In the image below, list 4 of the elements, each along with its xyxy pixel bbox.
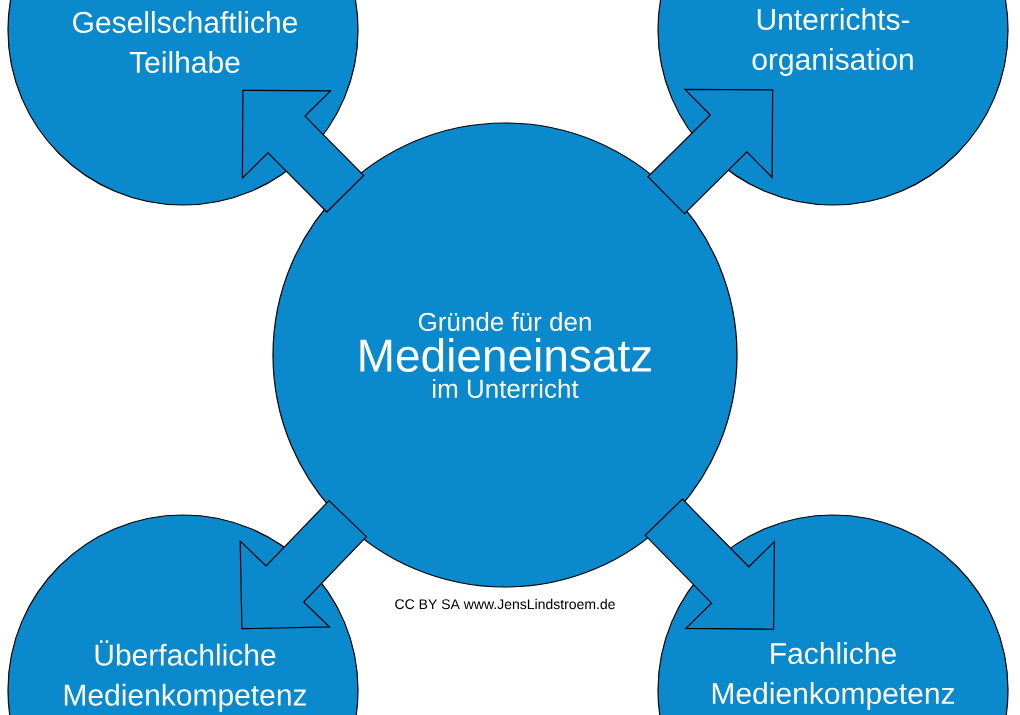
block-arrow — [644, 498, 776, 630]
block-arrow — [647, 88, 774, 215]
credit-text: CC BY SA www.JensLindstroem.de — [395, 598, 615, 610]
block-arrow — [241, 89, 365, 213]
